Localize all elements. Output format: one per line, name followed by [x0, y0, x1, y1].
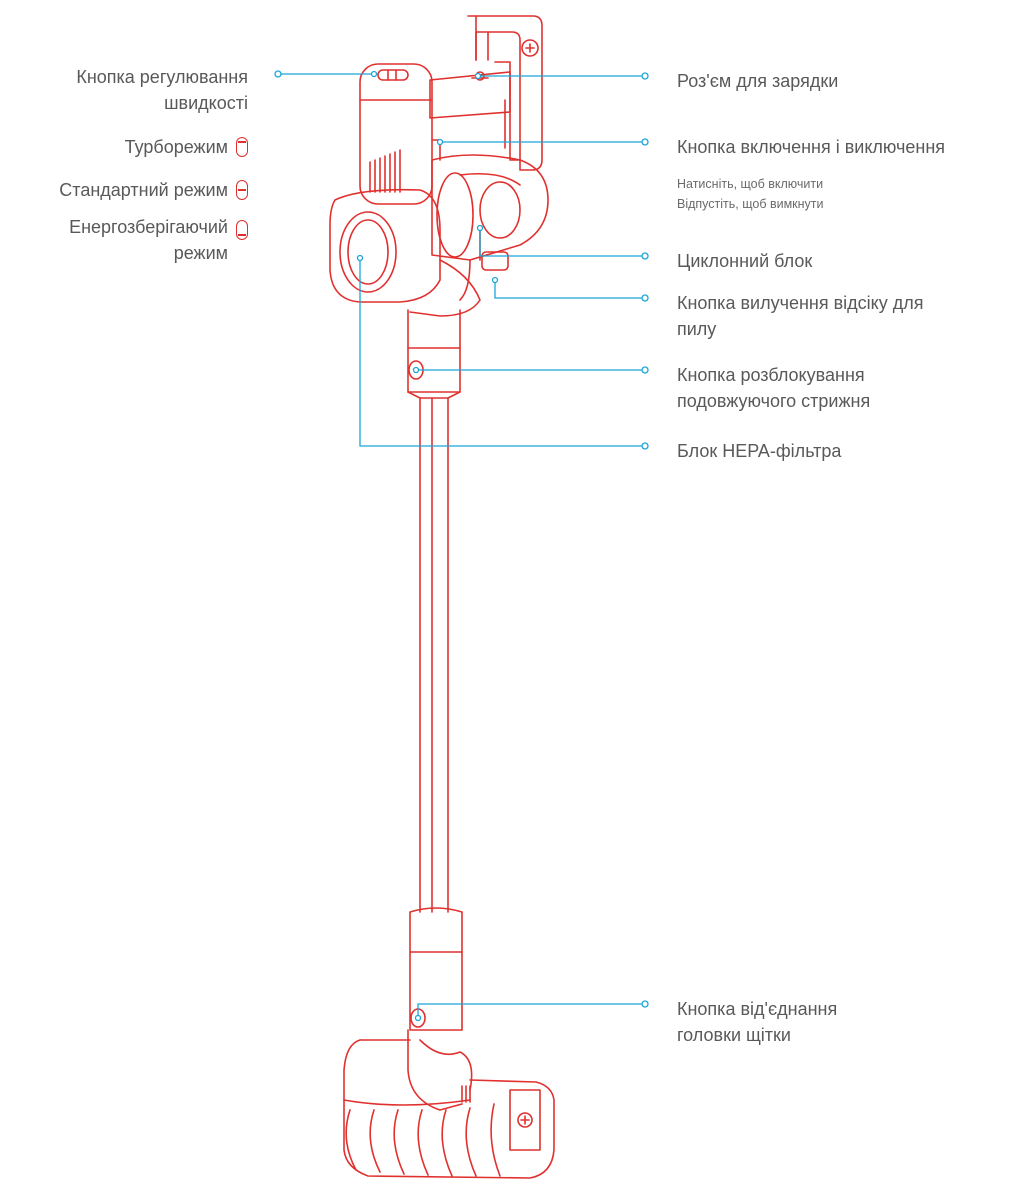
leader-power-button [436, 138, 649, 146]
label-charging-port: Роз'єм для зарядки [677, 71, 839, 91]
tube-collar-upper [407, 309, 461, 399]
extension-tube [419, 397, 449, 913]
leader-hepa [356, 254, 649, 450]
leader-cyclone [476, 224, 649, 260]
hepa-housing [329, 188, 481, 317]
mode-turbo: Турборежим [125, 134, 248, 160]
handle-frame [467, 15, 543, 171]
motor-block [359, 63, 441, 205]
label-power-button: Кнопка включення і виключення [677, 137, 946, 157]
turbo-mode-icon [236, 137, 248, 157]
label-power-press: Натисніть, щоб включити [677, 177, 824, 191]
label-speed-button: Кнопка регулювання швидкості [76, 67, 248, 113]
leader-dust-release [491, 276, 649, 302]
label-cyclone: Циклонний блок [677, 251, 813, 271]
mode-eco: Енергозберігаючий режим [69, 214, 248, 266]
charging-port-area [429, 71, 511, 119]
mode-standard-label: Стандартний режим [59, 180, 228, 200]
mode-standard: Стандартний режим [59, 177, 248, 203]
leader-extension-release [412, 366, 649, 374]
brush-head [343, 1029, 555, 1179]
mode-turbo-label: Турборежим [124, 137, 228, 157]
leader-brush-release [414, 1000, 649, 1022]
label-extension-release: Кнопка розблокування подовжуючого стрижн… [677, 365, 871, 411]
label-hepa: Блок HEPA-фільтра [677, 441, 842, 461]
cyclone-body [431, 154, 549, 301]
label-power-release: Відпустіть, щоб вимкнути [677, 197, 824, 211]
eco-mode-icon [236, 220, 248, 240]
standard-mode-icon [236, 180, 248, 200]
leader-charging-port [474, 72, 649, 80]
leader-speed-button [274, 70, 378, 78]
label-dust-release: Кнопка вилучення відсіку для пилу [677, 293, 924, 339]
label-brush-release: Кнопка від'єднання головки щітки [677, 999, 838, 1045]
mode-eco-label: Енергозберігаючий режим [69, 217, 228, 263]
